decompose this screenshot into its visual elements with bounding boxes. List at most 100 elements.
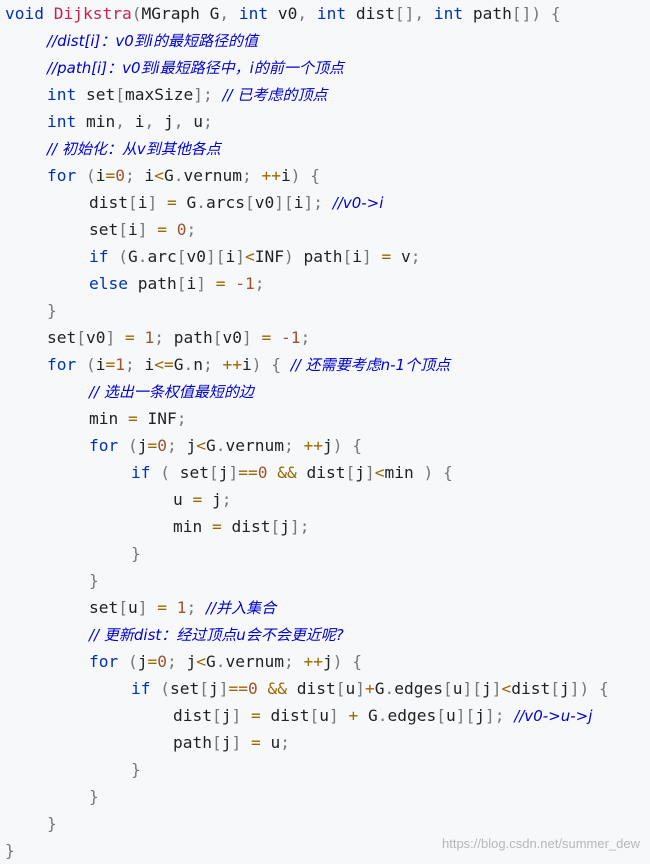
code-token: dist	[296, 463, 346, 482]
code-token: u	[452, 679, 463, 698]
code-token: i	[134, 166, 155, 185]
code-token: (	[86, 166, 96, 185]
code-line: // 选出一条权值最短的边	[0, 378, 650, 405]
code-line: for (i=1; i<=G.n; ++i) { // 还需要考虑n-1个顶点	[0, 351, 650, 378]
code-token: [	[270, 517, 281, 536]
code-token: ;	[300, 328, 311, 347]
code-token: 0	[248, 679, 258, 698]
code-token: ;	[186, 220, 197, 239]
code-token: ;	[202, 112, 213, 131]
code-token: [	[436, 706, 446, 725]
code-token: ,	[219, 4, 230, 23]
code-token: ;	[283, 652, 294, 671]
code-token: int	[238, 4, 269, 23]
code-token: ]	[105, 328, 116, 347]
code-token: (	[160, 679, 170, 698]
code-token: ++	[303, 652, 323, 671]
code-token: j	[221, 706, 232, 725]
code-line: }	[0, 837, 650, 864]
code-token: i	[242, 355, 252, 374]
code-token: .	[384, 679, 395, 698]
code-token: +	[364, 679, 375, 698]
code-token: set	[170, 463, 209, 482]
code-token: //v0->u->j	[514, 707, 593, 725]
code-token: [	[176, 274, 187, 293]
code-token	[148, 220, 158, 239]
code-token: j	[355, 463, 365, 482]
code-token: (	[128, 652, 138, 671]
code-token	[262, 355, 272, 374]
code-token: ])	[569, 679, 590, 698]
code-token: -1	[280, 328, 301, 347]
code-token: Dijkstra	[53, 4, 132, 23]
code-token: G	[164, 166, 174, 185]
code-token: [],	[394, 4, 425, 23]
code-token: 0	[157, 436, 167, 455]
code-token: ]	[235, 247, 245, 266]
code-token: i	[293, 193, 304, 212]
code-token: edges	[394, 679, 443, 698]
code-token: [	[115, 85, 125, 104]
code-line: //dist[i]：v0到i的最短路径的值	[0, 27, 650, 54]
code-token: =	[147, 652, 158, 671]
code-token: i	[352, 247, 362, 266]
code-token: j	[475, 706, 485, 725]
code-token: =	[147, 436, 158, 455]
code-token	[206, 274, 216, 293]
code-line: // 初始化：从v到其他各点	[0, 135, 650, 162]
code-token: -1	[235, 274, 255, 293]
code-token: vernum	[225, 436, 284, 455]
code-token: )	[290, 166, 301, 185]
code-line: //path[i]：v0到i最短路径中，i的前一个顶点	[0, 54, 650, 81]
code-token	[267, 463, 277, 482]
code-token: ==	[228, 679, 249, 698]
code-token: int	[47, 85, 77, 104]
code-token: u	[128, 598, 138, 617]
code-token: ]	[231, 706, 242, 725]
code-token: i	[124, 112, 145, 131]
code-token	[241, 733, 251, 752]
code-token: j	[154, 112, 174, 131]
code-token	[76, 355, 86, 374]
code-token: [	[335, 679, 346, 698]
code-token: // 已考虑的顶点	[222, 86, 328, 104]
code-token: G	[176, 193, 197, 212]
code-token: =	[215, 274, 226, 293]
code-token: {	[550, 4, 561, 23]
code-token: ]	[491, 679, 502, 698]
code-token: ];	[303, 193, 323, 212]
code-token	[342, 436, 352, 455]
code-token: [	[342, 247, 353, 266]
code-token: maxSize	[124, 85, 194, 104]
code-token: [	[309, 706, 320, 725]
code-token	[109, 247, 119, 266]
code-line: set[u] = 1; //并入集合	[0, 594, 650, 621]
code-token: for	[89, 436, 119, 455]
code-token	[151, 463, 161, 482]
code-token	[135, 328, 145, 347]
code-token: ]	[196, 274, 206, 293]
code-line: min = dist[j];	[0, 513, 650, 540]
code-line: set[v0] = 1; path[v0] = -1;	[0, 324, 650, 351]
code-token: (	[86, 355, 96, 374]
code-token: )	[332, 436, 343, 455]
code-token: j	[209, 679, 219, 698]
code-token	[157, 193, 167, 212]
code-token: else	[89, 274, 128, 293]
code-token: .	[173, 166, 184, 185]
code-token: G	[374, 679, 385, 698]
code-token: i	[186, 274, 197, 293]
code-token	[151, 679, 161, 698]
code-token: +	[348, 706, 359, 725]
code-token: v0	[222, 328, 242, 347]
code-token: u	[260, 733, 281, 752]
code-token: G	[358, 706, 378, 725]
code-token: INF	[254, 247, 284, 266]
code-token: j	[137, 436, 148, 455]
code-token: INF	[137, 409, 177, 428]
code-token: ]	[228, 463, 239, 482]
code-line: }	[0, 783, 650, 810]
code-token: 1	[176, 598, 187, 617]
code-token: &&	[277, 463, 297, 482]
code-token: =	[250, 733, 261, 752]
